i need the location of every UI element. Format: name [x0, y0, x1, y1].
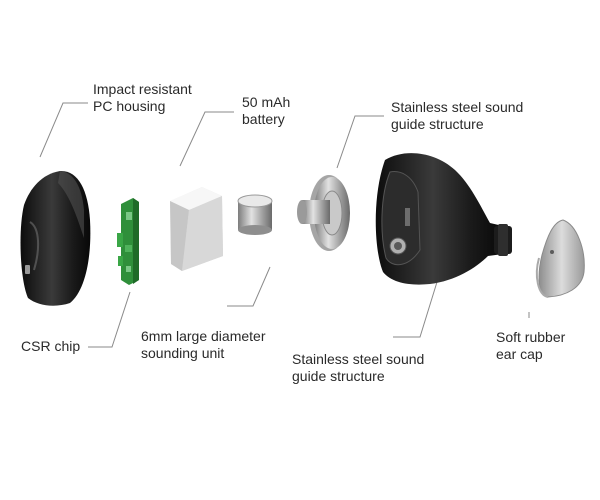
leader-sounding [227, 266, 271, 307]
label-guide-top-line1: Stainless steel sound [391, 99, 524, 115]
label-housing: Impact resistant PC housing [93, 81, 192, 115]
leader-lines [39, 102, 530, 348]
label-csr-chip-line1: CSR chip [21, 338, 81, 354]
label-ear-cap: Soft rubber ear cap [496, 329, 565, 363]
label-sounding-unit-line1: 6mm large diameter [141, 328, 266, 344]
label-sounding-unit: 6mm large diameter sounding unit [141, 328, 266, 362]
silicone-tip-icon [535, 219, 585, 298]
label-ear-cap-line1: Soft rubber [496, 329, 566, 345]
label-battery: 50 mAh battery [242, 94, 290, 128]
label-housing-line2: PC housing [93, 98, 166, 114]
leader-guide-bottom [393, 281, 438, 338]
label-sounding-unit-line2: sounding unit [141, 345, 225, 361]
leader-battery [179, 111, 234, 167]
leader-housing [39, 102, 88, 158]
label-csr-chip: CSR chip [21, 338, 80, 355]
label-guide-top-line2: guide structure [391, 116, 484, 132]
label-guide-bottom-line2: guide structure [292, 368, 385, 384]
label-ear-cap-line2: ear cap [496, 346, 543, 362]
battery-block-icon [170, 187, 223, 271]
circuit-board-icon [117, 198, 139, 285]
leader-csr [88, 291, 131, 348]
label-guide-top: Stainless steel sound guide structure [391, 99, 523, 133]
label-battery-line1: 50 mAh [242, 94, 291, 110]
label-housing-line1: Impact resistant [93, 81, 192, 97]
label-guide-bottom: Stainless steel sound guide structure [292, 351, 424, 385]
leader-guide-top [336, 115, 384, 169]
earbud-housing-shell-icon [20, 170, 91, 306]
driver-cylinder-icon [237, 194, 273, 235]
label-guide-bottom-line1: Stainless steel sound [292, 351, 425, 367]
earbud-inner-shell-icon [375, 153, 512, 285]
label-battery-line2: battery [242, 111, 285, 127]
metal-disc-icon [297, 175, 350, 251]
